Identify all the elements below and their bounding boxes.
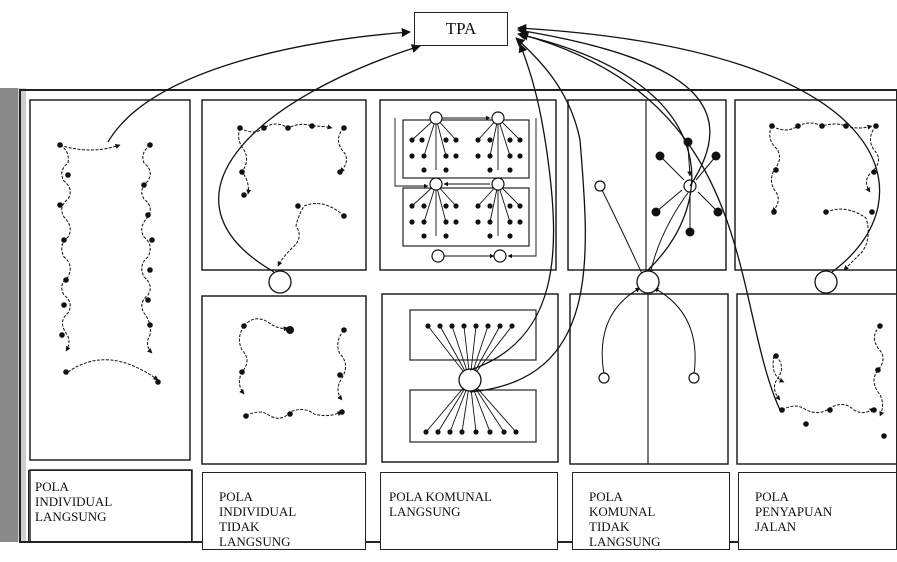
label-line: LANGSUNG [389,504,461,519]
label-komunal-tidak-langsung: POLA KOMUNAL TIDAK LANGSUNG [572,472,730,550]
col5-bottom-dots [773,323,887,439]
label-line: PENYAPUAN [755,504,833,519]
label-line: POLA KOMUNAL [389,489,492,504]
col2-top-routes [238,123,347,267]
label-line: INDIVIDUAL [35,494,113,509]
label-line: POLA [35,479,69,494]
tpa-landfill-box: TPA [414,12,508,46]
panel-komunal-langsung-bottom [381,293,559,463]
block-b [402,187,530,247]
col2-bottom-dots [239,323,347,419]
panel-individual-tidak-langsung-top [201,99,367,271]
panel-penyapuan-jalan-bottom [736,293,897,465]
label-penyapuan-jalan: POLA PENYAPUAN JALAN [738,472,897,550]
routes-to-tpa [107,23,881,411]
label-line: LANGSUNG [35,509,107,524]
scan-shadow [0,88,18,542]
col5-bottom-routes [772,325,885,417]
panel-individual-tidak-langsung-bottom [201,295,367,465]
panel-komunal-langsung-top [379,99,557,271]
tpa-label: TPA [445,19,477,38]
col3-bottom-links [425,325,517,433]
col5-top-dots [769,123,879,215]
label-line: POLA [219,489,253,504]
block-a [402,119,530,179]
transfer-point-individual [268,270,292,294]
col3-top-links [394,115,537,259]
col3-bottom-dots [423,323,519,435]
label-komunal-langsung: POLA KOMUNAL LANGSUNG [380,472,558,550]
col5-top-routes [769,122,879,271]
label-line: TIDAK [219,519,260,534]
col1-routes [59,144,159,381]
sweeping-collection-point [814,270,838,294]
col4-routes [599,145,719,375]
label-line: POLA [589,489,623,504]
panel-individual-langsung [29,99,191,461]
col2-top-dots [237,123,347,219]
label-line: KOMUNAL [589,504,656,519]
panel-penyapuan-jalan-top [734,99,897,271]
label-individual-tidak-langsung: POLA INDIVIDUAL TIDAK LANGSUNG [202,472,366,550]
block-c [409,309,537,361]
col2-bottom-routes [238,318,346,419]
col4-dots [594,137,723,384]
col1-dots [57,142,161,385]
label-line: LANGSUNG [589,534,661,549]
label-line: JALAN [755,519,797,534]
scan-shadow-light [18,88,26,542]
label-line: POLA [755,489,789,504]
label-individual-langsung: POLA INDIVIDUAL LANGSUNG [28,470,192,542]
transfer-depot [636,270,660,294]
label-line: LANGSUNG [219,534,291,549]
communal-container [458,368,482,392]
label-line: INDIVIDUAL [219,504,297,519]
col3-top-collectors [429,111,507,263]
panel-komunal-tidak-langsung-top [567,99,727,271]
panel-komunal-tidak-langsung-bottom [569,293,729,465]
label-line: TIDAK [589,519,630,534]
